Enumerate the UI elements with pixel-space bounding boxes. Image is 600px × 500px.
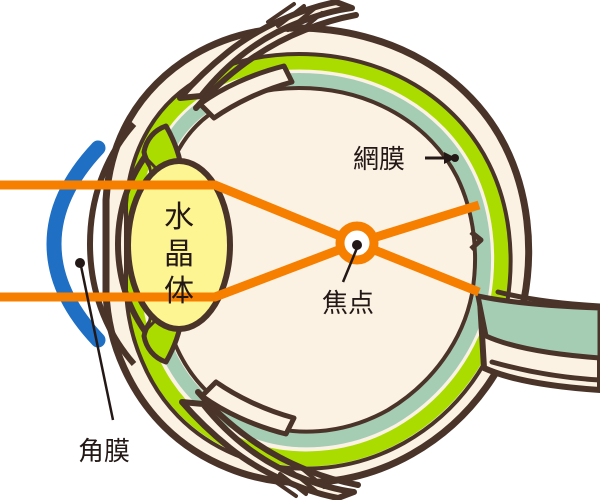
optic-disc-notch bbox=[469, 230, 484, 251]
optic-nerve-lower-edge bbox=[489, 359, 600, 383]
muscle-inferior-body bbox=[179, 399, 357, 500]
lens-label-char-2: 晶 bbox=[164, 237, 194, 272]
lens-label: 水 晶 体 bbox=[164, 200, 194, 309]
cornea-label: 角膜 bbox=[78, 437, 130, 467]
muscle-inferior-tendon bbox=[195, 389, 361, 488]
optic-nerve-upper-edge bbox=[495, 289, 600, 309]
retina-leader-dot bbox=[451, 154, 459, 162]
focal-point-leader-line bbox=[341, 247, 359, 283]
cornea-leader-dot bbox=[75, 258, 85, 268]
focal-point-dot bbox=[352, 240, 362, 250]
muscle-superior-insertion bbox=[197, 63, 295, 121]
cornea-group bbox=[46, 140, 106, 348]
lens-label-char-1: 水 bbox=[164, 200, 194, 235]
cornea-leader-line bbox=[79, 265, 115, 421]
muscle-inferior-striations bbox=[268, 464, 326, 498]
focal-point-marker bbox=[335, 221, 379, 265]
optic-nerve-core bbox=[475, 293, 600, 361]
cornea-blue-arc bbox=[46, 140, 106, 348]
muscle-superior-tendon bbox=[193, 12, 359, 111]
extraocular-muscle-superior bbox=[177, 0, 359, 121]
focal-point-label: 焦点 bbox=[322, 289, 374, 319]
anterior-chamber-outer bbox=[86, 122, 137, 366]
lens-label-char-3: 体 bbox=[164, 274, 194, 309]
retina-leader-arrowhead bbox=[444, 152, 456, 164]
muscle-inferior-insertion bbox=[199, 379, 297, 437]
muscle-superior-body bbox=[177, 0, 355, 101]
lens-group bbox=[125, 158, 233, 332]
leader-lines-group bbox=[75, 152, 459, 421]
light-ray-upper bbox=[0, 180, 481, 248]
light-ray-lower bbox=[0, 238, 481, 302]
retina-label: 網膜 bbox=[353, 145, 405, 175]
light-rays-group bbox=[0, 180, 481, 302]
anterior-chamber-inner bbox=[114, 138, 161, 350]
muscle-superior-striations bbox=[266, 2, 324, 36]
choroid-outer-edge bbox=[124, 51, 513, 471]
optic-nerve-group bbox=[469, 230, 600, 393]
lens-body bbox=[125, 158, 233, 332]
extraocular-muscle-inferior bbox=[179, 379, 361, 500]
anterior-chamber-group bbox=[86, 122, 161, 366]
